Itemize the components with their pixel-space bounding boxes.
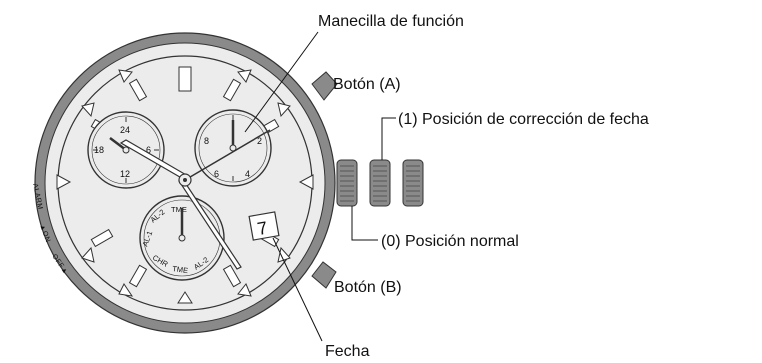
left-subdial-6: 6 <box>146 145 151 155</box>
bottom-subdial-tme-bottom: TME <box>172 264 189 275</box>
button-a <box>311 71 338 101</box>
crown-group <box>336 159 424 207</box>
marker-1 <box>222 78 242 102</box>
leader-lines <box>244 31 396 342</box>
left-subdial-12: 12 <box>120 169 130 179</box>
leader-function-hand <box>244 31 319 133</box>
label-position-0: (0) Posición normal <box>381 233 519 250</box>
crown-position-0 <box>336 159 358 207</box>
label-function-hand: Manecilla de función <box>318 13 464 30</box>
marker-11 <box>128 78 148 102</box>
label-button-a: Botón (A) <box>333 76 401 93</box>
right-subdial-2: 2 <box>257 136 262 146</box>
marker-12 <box>178 66 192 92</box>
left-subdial-24: 24 <box>120 125 130 135</box>
date-window: 7 <box>248 211 280 241</box>
crown-position-2 <box>402 159 424 207</box>
marker-8 <box>90 228 114 248</box>
label-position-1: (1) Posición de corrección de fecha <box>398 111 649 128</box>
marker-7 <box>128 264 148 288</box>
right-subdial: 8 2 4 6 <box>194 109 272 187</box>
hour-markers <box>90 66 280 288</box>
marker-5 <box>222 264 242 288</box>
left-subdial-18: 18 <box>94 145 104 155</box>
right-subdial-4: 4 <box>245 169 250 179</box>
triangle-markers <box>56 69 314 304</box>
right-subdial-6: 6 <box>214 169 219 179</box>
label-button-b: Botón (B) <box>334 279 402 296</box>
button-b <box>311 261 337 289</box>
label-date: Fecha <box>325 343 370 360</box>
crown-position-1 <box>369 159 391 207</box>
leader-position-1 <box>381 117 396 160</box>
function-hand <box>184 129 271 181</box>
bottom-subdial-tme-top: TME <box>171 205 187 214</box>
leader-position-0 <box>351 206 378 241</box>
date-value: 7 <box>256 218 269 239</box>
left-subdial: 24 6 12 18 <box>87 111 165 189</box>
main-hands <box>119 129 271 270</box>
leader-date <box>272 237 323 342</box>
bottom-subdial: TME AL-2 AL-1 CHR TME AL-2 <box>139 195 225 281</box>
right-subdial-8: 8 <box>204 136 209 146</box>
